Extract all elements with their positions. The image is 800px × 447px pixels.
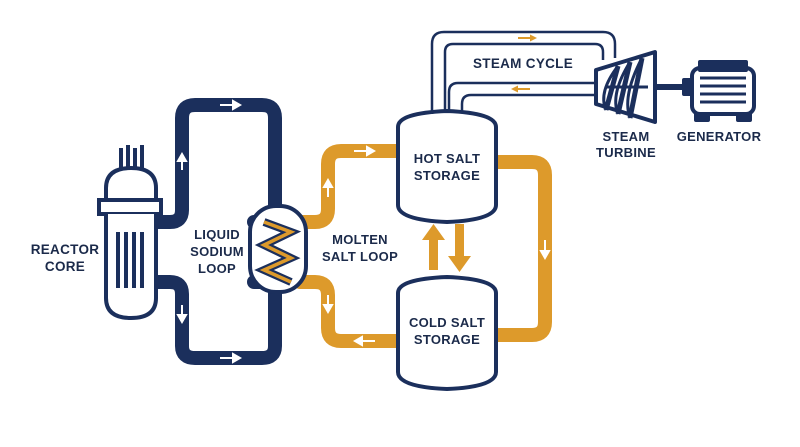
sodium-flow-arrows	[176, 99, 243, 364]
arrow-right-icon	[518, 34, 537, 42]
condensate-outer-pipe	[447, 81, 596, 112]
steam-outer-pipe	[430, 30, 617, 114]
steam-turbine-icon	[594, 50, 657, 124]
sodium-loop-label: LIQUID	[194, 227, 240, 242]
reactor-core-label: CORE	[45, 259, 85, 274]
double-arrow-up-icon	[422, 224, 445, 270]
hot-salt-storage-label: HOT SALT	[414, 151, 480, 166]
arrow-left-icon	[352, 335, 375, 347]
cold-salt-storage-tank	[396, 274, 498, 392]
heat-exchanger	[248, 204, 308, 294]
arrow-down-icon	[176, 305, 188, 325]
salt-hot-leg	[293, 144, 405, 229]
steam-cycle-label: STEAM CYCLE	[473, 56, 573, 71]
salt-return-leg	[489, 155, 552, 342]
sodium-loop-label: SODIUM	[190, 244, 244, 259]
steam-turbine-label: TURBINE	[596, 145, 656, 160]
salt-exchange-arrows	[422, 224, 471, 272]
arrow-down-icon	[539, 240, 551, 261]
generator-label: GENERATOR	[677, 129, 762, 144]
condensate-inner-pipe	[460, 93, 596, 113]
generator-icon	[682, 60, 756, 122]
arrow-up-icon	[322, 177, 334, 197]
cold-salt-storage-label: STORAGE	[414, 332, 480, 347]
arrow-up-icon	[176, 151, 188, 170]
sodium-loop-upper-pipe	[143, 98, 282, 229]
sodium-loop-label: LOOP	[198, 261, 236, 276]
salt-flow-arrows	[322, 145, 551, 347]
molten-salt-loop-label: MOLTEN	[332, 232, 388, 247]
steam-flow-arrows	[511, 34, 537, 93]
double-arrow-down-icon	[448, 224, 471, 272]
salt-cold-leg	[293, 275, 405, 348]
steam-cycle-pipes	[430, 30, 617, 114]
molten-salt-loop-label: SALT LOOP	[322, 249, 398, 264]
steam-inner-pipe	[443, 42, 605, 112]
arrow-right-icon	[354, 145, 377, 157]
sodium-loop	[143, 98, 282, 365]
reactor-core-label: REACTOR	[31, 242, 100, 257]
arrow-left-icon	[511, 85, 530, 93]
arrow-right-icon	[220, 99, 243, 111]
steam-turbine-label: STEAM	[603, 129, 650, 144]
arrow-right-icon	[220, 352, 243, 364]
sodium-loop-lower-pipe	[143, 275, 282, 365]
reactor-core-icon	[97, 145, 163, 321]
labels: REACTOR CORE LIQUID SODIUM LOOP MOLTEN S…	[31, 56, 762, 347]
hot-salt-storage-tank	[396, 108, 498, 225]
arrow-down-icon	[322, 295, 334, 315]
cold-salt-storage-label: COLD SALT	[409, 315, 485, 330]
hot-salt-storage-label: STORAGE	[414, 168, 480, 183]
